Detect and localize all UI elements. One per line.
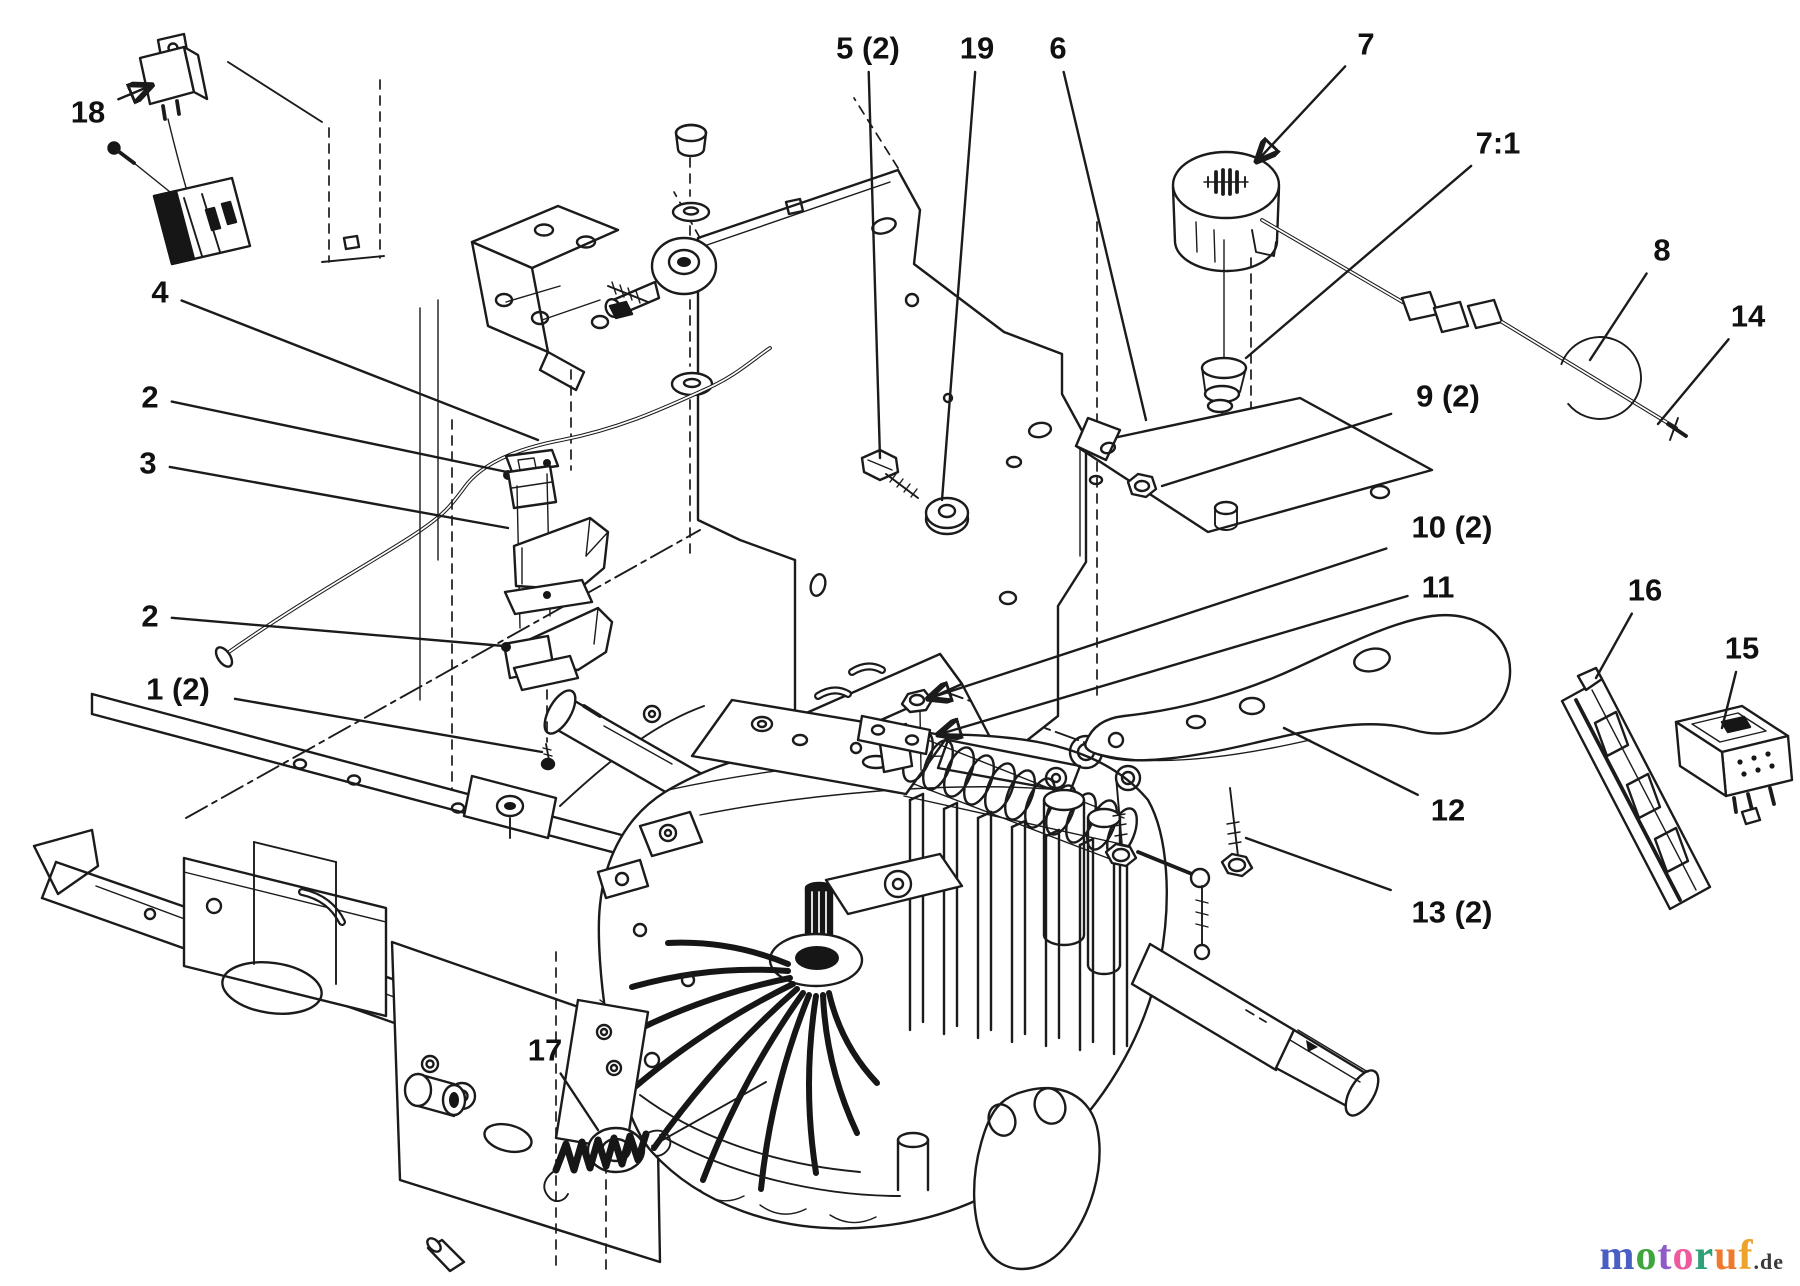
callout-label-15: 15 — [1725, 631, 1759, 666]
hex-nut — [1126, 472, 1158, 499]
leader-line-3 — [168, 465, 510, 530]
watermark-letter: f — [1738, 1233, 1754, 1279]
hex-bolts — [1104, 775, 1254, 878]
callout-label-8: 8 — [1653, 233, 1670, 268]
callout-label-2b: 2 — [141, 599, 158, 634]
leader-line-13 — [1244, 836, 1392, 892]
callout-label-16: 16 — [1628, 573, 1662, 608]
axle-support-bracket — [972, 1086, 1101, 1271]
callout-label-6: 6 — [1049, 31, 1066, 66]
spline-bore-icon — [1203, 168, 1249, 196]
frame-tip — [32, 828, 100, 896]
watermark-letter: u — [1714, 1233, 1739, 1279]
callout-label-9: 9 (2) — [1416, 379, 1480, 414]
callout-label-10: 10 (2) — [1412, 510, 1493, 545]
control-cable — [1260, 218, 1470, 334]
callout-label-11: 11 — [1422, 570, 1455, 605]
callout-label-14: 14 — [1731, 299, 1766, 334]
console-strip — [1560, 666, 1712, 911]
dash-panel-phantom — [227, 61, 385, 263]
flat-washer — [924, 496, 970, 536]
watermark-letter: m — [1599, 1233, 1636, 1279]
leader-line-1 — [233, 697, 544, 754]
brake-spring-assembly — [403, 998, 767, 1273]
mounting-screw — [540, 743, 556, 771]
leader-line-10 — [930, 547, 1388, 698]
leader-line-12 — [1282, 726, 1419, 797]
shift-lever-plate — [1084, 613, 1512, 762]
right-axle-shaft — [1130, 942, 1380, 1117]
leader-line-15 — [1720, 670, 1738, 730]
callout-label-18: 18 — [71, 95, 105, 130]
frame-bracket — [182, 856, 388, 1018]
watermark-letter: o — [1672, 1233, 1695, 1279]
callout-label-2a: 2 — [141, 380, 158, 415]
leader-line-18 — [117, 86, 150, 99]
leader-line-7 — [1258, 65, 1347, 160]
leader-line-19 — [940, 70, 977, 502]
leader-line-16 — [1594, 612, 1634, 680]
leader-line-17 — [559, 1072, 600, 1132]
callout-label-13: 13 (2) — [1412, 895, 1493, 930]
cooling-fins — [903, 792, 1131, 1056]
switch-channel-bracket — [512, 516, 610, 592]
mounting-bracket — [1074, 221, 1434, 701]
callout-label-3: 3 — [139, 446, 156, 481]
callout-label-7: 7 — [1357, 27, 1374, 62]
transaxle — [543, 689, 1380, 1271]
ignition-switch — [1674, 704, 1794, 826]
watermark-letter: r — [1694, 1233, 1715, 1279]
leader-line-14 — [1656, 338, 1730, 426]
leader-line-9 — [1160, 412, 1393, 488]
leader-line-2a — [170, 400, 509, 474]
callout-layer: 18 4 2 3 2 1 (2) 5 (2) 19 6 7 7:1 8 14 9 (2) 10 (2) 11 1… — [71, 27, 1766, 1132]
interlock-switch-stack — [419, 299, 614, 791]
tie-rod-column — [590, 123, 718, 561]
callout-label-19: 19 — [960, 31, 994, 66]
control-rod — [214, 346, 772, 668]
leader-line-5 — [867, 70, 882, 460]
shift-bracket — [470, 204, 620, 471]
jam-nut-bolt — [590, 281, 649, 330]
leader-line-8 — [1588, 272, 1648, 362]
carriage-bolt — [860, 448, 919, 499]
callout-label-17: 17 — [528, 1033, 562, 1068]
watermark-motoruf: motoruf.de — [1599, 1232, 1784, 1280]
control-knob — [1171, 150, 1281, 507]
throttle-cable — [1466, 298, 1688, 441]
watermark-suffix: .de — [1753, 1249, 1784, 1274]
callout-label-5: 5 (2) — [836, 31, 900, 66]
link-strap — [856, 714, 932, 756]
callout-label-1: 1 (2) — [146, 672, 210, 707]
leader-line-7-1 — [1244, 164, 1473, 360]
cup-spring — [1200, 356, 1248, 414]
leader-line-6 — [1062, 70, 1148, 422]
leader-line-4 — [180, 299, 540, 442]
callout-label-7-1: 7:1 — [1476, 126, 1521, 161]
callout-label-12: 12 — [1431, 793, 1465, 828]
bushing — [403, 1072, 467, 1118]
wire-connector — [107, 141, 252, 266]
input-shaft-and-fan — [611, 881, 880, 1192]
washer — [670, 371, 714, 397]
leader-line-2b — [170, 616, 506, 648]
leader-line-11 — [940, 594, 1409, 734]
watermark-letter: t — [1657, 1233, 1673, 1279]
washer — [671, 201, 711, 223]
extension-spring — [543, 1081, 767, 1202]
callout-label-4: 4 — [151, 275, 169, 310]
watermark-letter: o — [1635, 1233, 1658, 1279]
